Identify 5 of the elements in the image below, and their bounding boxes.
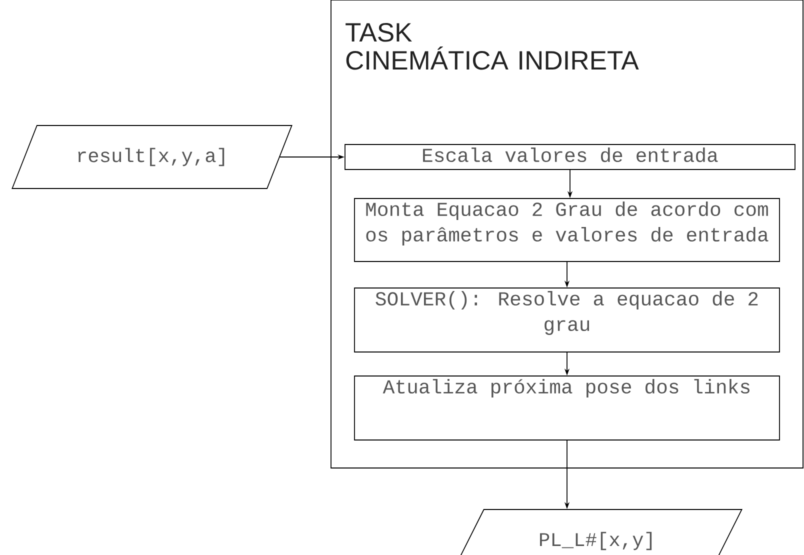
process-box: Escala valores de entrada [344, 144, 796, 170]
process-box: Atualiza próxima pose dos links [354, 376, 780, 440]
process-box: Monta Equacao 2 Grau de acordo com os parâmetros e valores de entrada [354, 198, 780, 262]
input-parallelogram: result[x,y,a] [12, 125, 292, 189]
process-box: SOLVER(): Resolve a equacao de 2 grau [354, 288, 780, 352]
